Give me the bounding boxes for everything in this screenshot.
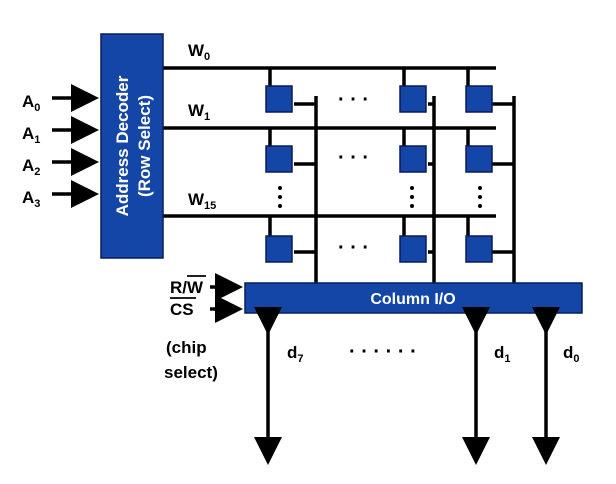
ellipsis-row-15: · · · [338,237,369,259]
memory-cell [399,145,427,173]
memory-cell [465,235,493,263]
data-lines [254,307,560,465]
data-ellipsis: · · · · · · [349,341,417,363]
cell-ellipses: · · · · · · · · · [338,89,369,259]
address-label-a3: A3 [22,188,40,210]
memory-cell [465,145,493,173]
column-io-label: Column I/O [370,291,455,308]
column-io-box [244,282,583,314]
cs-label: CS [170,300,194,319]
memory-cell [465,85,493,113]
word-line-label-15: W15 [188,190,216,212]
data-label-d1: d1 [494,343,511,365]
ellipsis-row-0: · · · [338,89,369,111]
ellipsis-row-1: · · · [338,147,369,169]
memory-cell [265,85,293,113]
vertical-ellipses [278,186,482,208]
memory-cell [265,235,293,263]
address-label-a2: A2 [22,156,40,178]
word-lines [163,66,496,218]
word-line-label-1: W1 [188,101,210,123]
memory-cells [265,85,493,263]
address-decoder: Address Decoder (Row Select) [100,33,164,259]
data-label-d0: d0 [563,343,580,365]
address-labels: A0 A1 A2 A3 [22,92,40,210]
cell-stubs [268,68,470,238]
data-labels: d7 d1 d0 · · · · · · [287,341,580,365]
chip-select-label-2: select) [164,363,218,382]
address-decoder-box [100,33,164,259]
rw-label: R/W [170,278,204,297]
bit-lines [294,96,516,284]
address-label-a1: A1 [22,124,40,146]
address-decoder-sublabel: (Row Select) [135,95,154,197]
data-label-d7: d7 [287,343,304,365]
chip-select-label-1: (chip [166,338,207,357]
memory-cell [399,235,427,263]
address-label-a0: A0 [22,92,40,114]
memory-cell [399,85,427,113]
column-io: Column I/O [244,282,583,314]
word-line-label-0: W0 [188,41,210,63]
address-decoder-label: Address Decoder [113,75,132,216]
memory-cell [265,145,293,173]
control-signals: R/W CS (chip select) [164,273,243,382]
address-arrows [52,84,99,208]
word-line-labels: W0 W1 W15 [188,41,216,212]
